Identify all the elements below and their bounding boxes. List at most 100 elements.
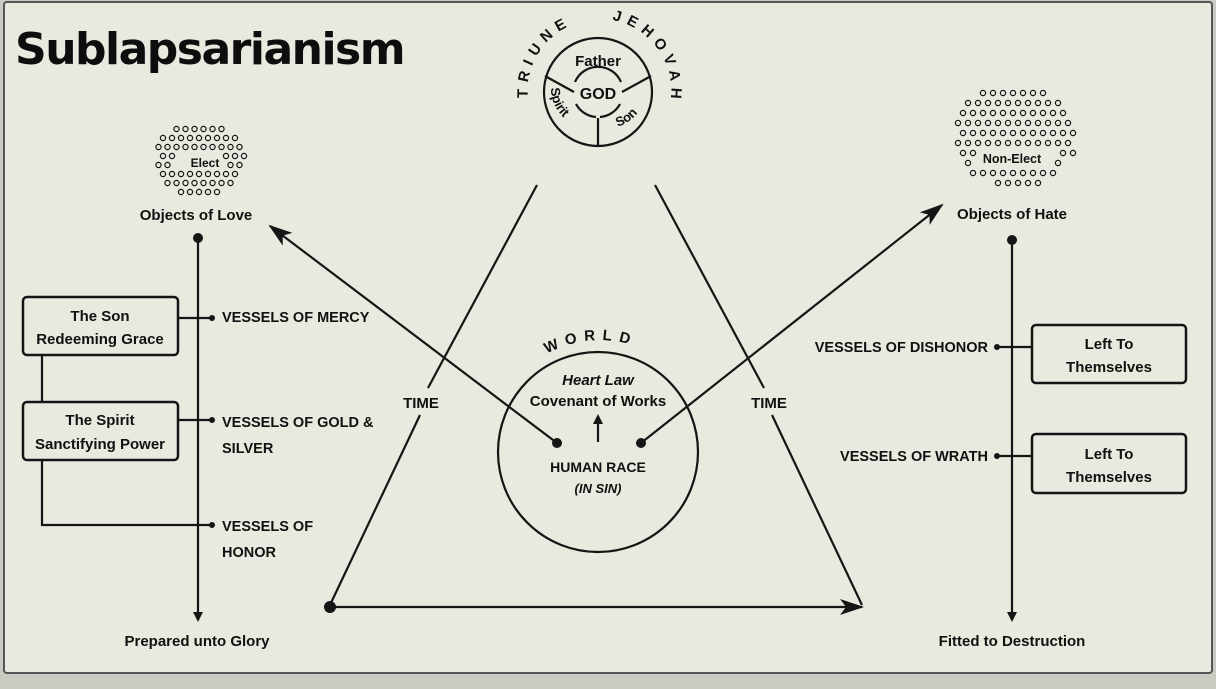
soul-dot	[182, 143, 189, 151]
soul-dot	[1014, 179, 1022, 187]
soul-dot	[1054, 99, 1062, 107]
soul-dot	[1024, 119, 1032, 127]
vessels-of-mercy: VESSELS OF MERCY	[222, 310, 370, 326]
soul-dot	[1004, 179, 1012, 187]
non-elect-column: Non-Elect Objects of Hate Fitted to Dest…	[815, 89, 1188, 650]
soul-dot	[999, 129, 1007, 137]
soul-dot	[213, 134, 221, 142]
soul-dot	[994, 99, 1002, 107]
soul-dot	[969, 129, 977, 137]
soul-dot	[1029, 109, 1037, 117]
soul-dot	[231, 152, 239, 160]
soul-dot	[1029, 169, 1037, 177]
soul-dot	[1029, 129, 1037, 137]
soul-dot	[1034, 139, 1042, 147]
soul-dot	[1044, 139, 1052, 147]
non-elect-label: Non-Elect	[983, 152, 1042, 166]
soul-dot	[231, 134, 239, 142]
time-triangle: TIME TIME	[324, 184, 864, 615]
soul-dot	[1024, 179, 1032, 187]
arrow-to-non-elect	[640, 203, 944, 444]
soul-dot	[979, 129, 987, 137]
soul-dot	[969, 109, 977, 117]
soul-dot	[191, 125, 198, 133]
soul-dot	[173, 125, 180, 133]
vessels-of-gold-silver: VESSELS OF GOLD &	[222, 415, 374, 431]
soul-dot	[200, 125, 207, 133]
soul-dot	[1019, 169, 1027, 177]
box-2-line1: Left To	[1085, 446, 1134, 463]
soul-dot	[159, 152, 167, 160]
soul-dot	[974, 119, 982, 127]
soul-dot	[984, 99, 992, 107]
soul-dot	[164, 179, 171, 187]
soul-dot	[159, 170, 167, 178]
soul-dot	[999, 89, 1007, 97]
soul-dot	[1049, 109, 1057, 117]
soul-dot	[186, 134, 194, 142]
box-the-spirit-title: The Spirit	[65, 412, 134, 429]
soul-dot	[1009, 109, 1017, 117]
soul-dot	[240, 152, 248, 160]
soul-dot	[173, 179, 180, 187]
soul-dot	[964, 99, 972, 107]
father-label: Father	[575, 53, 621, 70]
soul-dot	[186, 170, 194, 178]
soul-dot	[1039, 129, 1047, 137]
elect-cluster	[155, 125, 248, 196]
soul-dot	[959, 149, 967, 157]
soul-dot	[168, 134, 176, 142]
soul-dot	[195, 188, 203, 196]
soul-dot	[236, 143, 243, 151]
soul-dot	[1024, 99, 1032, 107]
soul-dot	[204, 170, 212, 178]
soul-dot	[999, 109, 1007, 117]
soul-dot	[177, 134, 185, 142]
soul-dot	[236, 161, 243, 169]
soul-dot	[1049, 129, 1057, 137]
in-sin-label: (IN SIN)	[575, 481, 622, 496]
soul-dot	[1054, 119, 1062, 127]
soul-dot	[1059, 129, 1067, 137]
soul-dot	[1044, 99, 1052, 107]
soul-dot	[1049, 169, 1057, 177]
soul-dot	[1014, 139, 1022, 147]
soul-dot	[218, 143, 225, 151]
soul-dot	[1009, 129, 1017, 137]
non-elect-cluster	[954, 89, 1077, 187]
soul-dot	[1029, 89, 1037, 97]
soul-dot	[231, 170, 239, 178]
soul-dot	[182, 125, 189, 133]
soul-dot	[1044, 119, 1052, 127]
fitted-to-destruction: Fitted to Destruction	[939, 633, 1086, 650]
soul-dot	[969, 149, 977, 157]
soul-dot	[213, 188, 221, 196]
soul-dot	[969, 169, 977, 177]
soul-dot	[213, 170, 221, 178]
soul-dot	[195, 134, 203, 142]
soul-dot	[191, 143, 198, 151]
soul-dot	[984, 119, 992, 127]
soul-dot	[195, 170, 203, 178]
soul-dot	[989, 169, 997, 177]
frame	[3, 1, 1213, 674]
box-1-line1: Left To	[1085, 336, 1134, 353]
soul-dot	[164, 143, 171, 151]
soul-dot	[994, 119, 1002, 127]
soul-dot	[1054, 159, 1062, 167]
soul-dot	[1014, 99, 1022, 107]
soul-dot	[1009, 89, 1017, 97]
soul-dot	[209, 125, 216, 133]
soul-dot	[989, 129, 997, 137]
soul-dot	[1034, 179, 1042, 187]
elect-label: Elect	[191, 156, 220, 170]
objects-of-hate: Objects of Hate	[957, 206, 1067, 223]
soul-dot	[222, 152, 230, 160]
soul-dot	[994, 179, 1002, 187]
soul-dot	[1054, 139, 1062, 147]
heart-law-label: Heart Law	[562, 372, 635, 389]
soul-dot	[1019, 89, 1027, 97]
soul-dot	[959, 109, 967, 117]
